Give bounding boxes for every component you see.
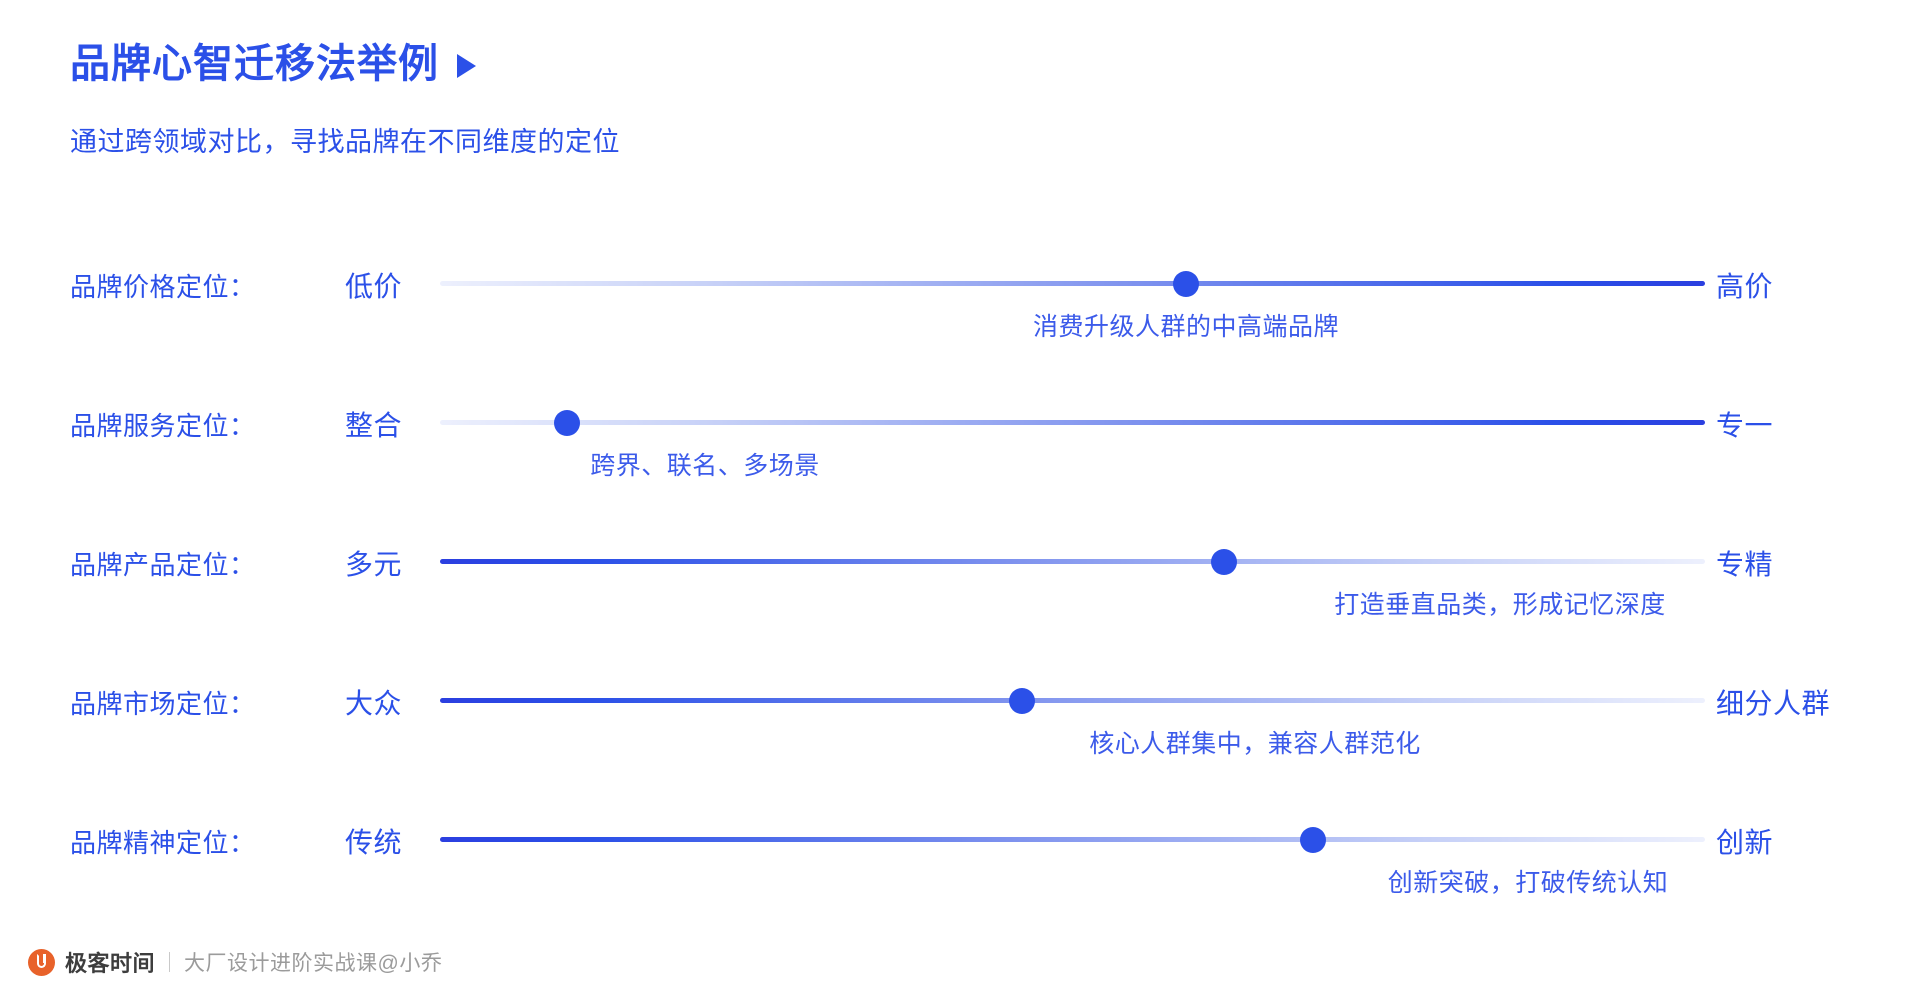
slider-handle[interactable] bbox=[1173, 271, 1200, 297]
row-caption: 跨界、联名、多场景 bbox=[590, 452, 820, 480]
anchor-left-label: 传统 bbox=[345, 827, 403, 858]
slider-row-market: 品牌市场定位： 大众 细分人群 核心人群集中，兼容人群范化 bbox=[0, 662, 1920, 801]
slider-track-wrap[interactable] bbox=[440, 271, 1705, 297]
slider-track[interactable] bbox=[440, 559, 1705, 564]
slider-track-wrap[interactable] bbox=[440, 688, 1705, 714]
slider-track[interactable] bbox=[440, 420, 1705, 425]
row-caption: 核心人群集中，兼容人群范化 bbox=[1089, 730, 1421, 758]
slider-handle[interactable] bbox=[1299, 827, 1326, 853]
play-triangle-icon bbox=[457, 53, 476, 78]
anchor-right-label: 专一 bbox=[1716, 410, 1774, 441]
slider-track-wrap[interactable] bbox=[440, 827, 1705, 853]
anchor-left-label: 低价 bbox=[345, 271, 403, 302]
slider-row-product: 品牌产品定位： 多元 专精 打造垂直品类，形成记忆深度 bbox=[0, 523, 1920, 662]
anchor-left-label: 多元 bbox=[345, 549, 403, 580]
watermark-divider bbox=[169, 952, 171, 972]
slider-handle[interactable] bbox=[1211, 549, 1238, 575]
slider-handle[interactable] bbox=[553, 410, 580, 436]
slide-header: 品牌心智迁移法举例 通过跨领域对比，寻找品牌在不同维度的定位 bbox=[70, 44, 620, 159]
slider-track-wrap[interactable] bbox=[440, 549, 1705, 575]
slider-row-spirit: 品牌精神定位： 传统 创新 创新突破，打破传统认知 bbox=[0, 801, 1920, 940]
slider-track-wrap[interactable] bbox=[440, 410, 1705, 436]
row-label: 品牌服务定位： bbox=[70, 411, 256, 441]
row-label: 品牌精神定位： bbox=[70, 828, 256, 858]
anchor-right-label: 专精 bbox=[1716, 549, 1774, 580]
row-caption: 打造垂直品类，形成记忆深度 bbox=[1334, 591, 1666, 619]
title-row: 品牌心智迁移法举例 bbox=[70, 44, 620, 84]
row-label: 品牌价格定位： bbox=[70, 272, 256, 302]
page-subtitle: 通过跨领域对比，寻找品牌在不同维度的定位 bbox=[70, 127, 620, 157]
anchor-left-label: 大众 bbox=[345, 688, 403, 719]
slider-row-service: 品牌服务定位： 整合 专一 跨界、联名、多场景 bbox=[0, 384, 1920, 523]
slider-row-price: 品牌价格定位： 低价 高价 消费升级人群的中高端品牌 bbox=[0, 245, 1920, 384]
anchor-left-label: 整合 bbox=[345, 410, 403, 441]
row-caption: 消费升级人群的中高端品牌 bbox=[1032, 313, 1340, 341]
geekbang-logo-icon bbox=[28, 948, 55, 976]
slider-rows: 品牌价格定位： 低价 高价 消费升级人群的中高端品牌 品牌服务定位： 整合 专一… bbox=[0, 245, 1920, 940]
anchor-right-label: 高价 bbox=[1716, 271, 1774, 302]
watermark-brand: 极客时间 bbox=[65, 951, 156, 976]
row-label: 品牌市场定位： bbox=[70, 689, 256, 719]
row-label: 品牌产品定位： bbox=[70, 550, 256, 580]
row-caption: 创新突破，打破传统认知 bbox=[1387, 869, 1669, 897]
slider-track[interactable] bbox=[440, 281, 1705, 286]
slider-handle[interactable] bbox=[1008, 688, 1035, 714]
page-title: 品牌心智迁移法举例 bbox=[70, 42, 439, 86]
anchor-right-label: 创新 bbox=[1716, 827, 1774, 858]
slider-track[interactable] bbox=[440, 698, 1705, 703]
anchor-right-label: 细分人群 bbox=[1716, 688, 1831, 719]
watermark-course: 大厂设计进阶实战课@小乔 bbox=[184, 952, 443, 975]
slider-track[interactable] bbox=[440, 837, 1705, 842]
footer-watermark: 极客时间 大厂设计进阶实战课@小乔 bbox=[28, 946, 442, 978]
